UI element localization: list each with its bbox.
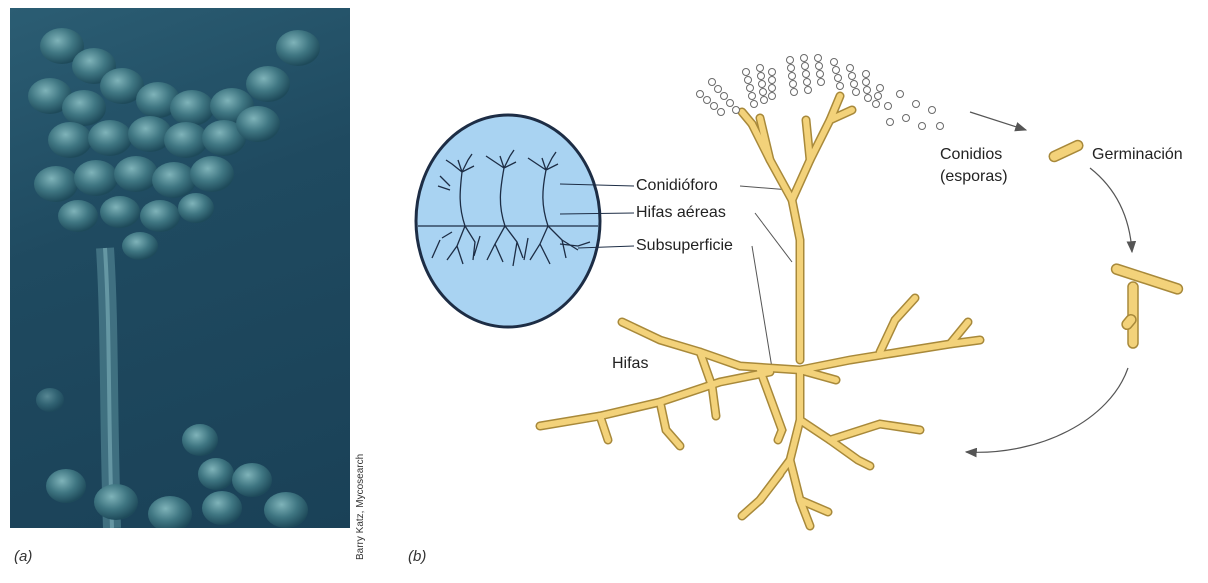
- germination-stages: [1048, 139, 1184, 348]
- leader-lines: [740, 186, 792, 368]
- inset-circle: [416, 115, 634, 327]
- label-conidios: Conidios: [940, 146, 1002, 164]
- label-conidioforo: Conidióforo: [636, 177, 718, 195]
- germ-tube: [1110, 263, 1183, 295]
- label-germinacion: Germinación: [1092, 146, 1183, 164]
- mycelium: [540, 96, 980, 526]
- germinating-spore: [1048, 139, 1085, 163]
- spore-chains: [697, 55, 944, 130]
- label-subsuperficie: Subsuperficie: [636, 237, 733, 255]
- label-esporas: (esporas): [940, 168, 1008, 186]
- label-hifas-aereas: Hifas aéreas: [636, 204, 726, 222]
- label-hifas: Hifas: [612, 355, 648, 373]
